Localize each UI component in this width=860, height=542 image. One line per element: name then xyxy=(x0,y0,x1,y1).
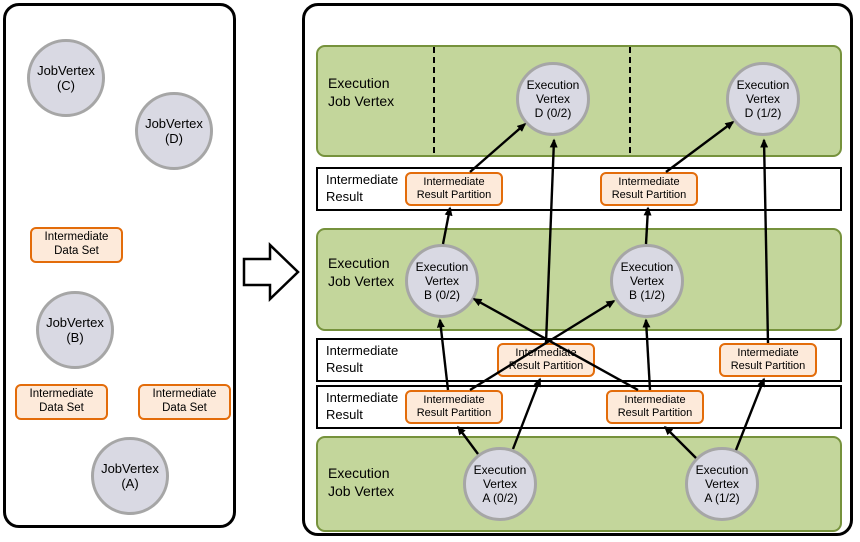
job-vertex-d-label: JobVertex (D) xyxy=(145,115,203,146)
job-vertex-a: JobVertex (A) xyxy=(91,437,169,515)
intermediate-result-partition-3b-label: Intermediate Result Partition xyxy=(617,393,693,419)
execution-job-vertex-a-box xyxy=(316,436,842,532)
execution-vertex-d1: Execution Vertex D (1/2) xyxy=(726,62,800,136)
execution-vertex-a1: Execution Vertex A (1/2) xyxy=(685,447,759,521)
intermediate-data-set-right-label: Intermediate Data Set xyxy=(152,388,217,414)
intermediate-result-partition-2a-label: Intermediate Result Partition xyxy=(508,346,584,372)
intermediate-result-partition-1a: Intermediate Result Partition xyxy=(405,172,503,206)
execution-vertex-d0-label: Execution Vertex D (0/2) xyxy=(526,77,580,121)
execution-job-vertex-d-label: Execution Job Vertex xyxy=(328,75,395,110)
job-vertex-a-label: JobVertex (A) xyxy=(101,460,159,491)
intermediate-data-set-top: Intermediate Data Set xyxy=(30,227,123,263)
job-vertex-c-label: JobVertex (C) xyxy=(37,62,95,93)
intermediate-result-partition-3a-label: Intermediate Result Partition xyxy=(416,393,492,419)
execution-vertex-b0-label: Execution Vertex B (0/2) xyxy=(415,259,469,303)
execution-job-vertex-a-label: Execution Job Vertex xyxy=(328,465,395,500)
transform-arrow xyxy=(242,242,300,302)
intermediate-result-partition-3a: Intermediate Result Partition xyxy=(405,390,503,424)
job-vertex-b-label: JobVertex (B) xyxy=(46,314,104,345)
intermediate-result-partition-1b: Intermediate Result Partition xyxy=(600,172,698,206)
job-vertex-b: JobVertex (B) xyxy=(36,291,114,369)
intermediate-result-strip-1-label: Intermediate Result xyxy=(326,172,399,204)
execution-job-vertex-b-box xyxy=(316,228,842,331)
execution-vertex-a1-label: Execution Vertex A (1/2) xyxy=(695,462,749,506)
intermediate-result-partition-1b-label: Intermediate Result Partition xyxy=(611,175,687,201)
execution-job-vertex-b-label: Execution Job Vertex xyxy=(328,255,395,290)
intermediate-result-partition-2b-label: Intermediate Result Partition xyxy=(730,346,806,372)
execution-vertex-a0-label: Execution Vertex A (0/2) xyxy=(473,462,527,506)
execution-vertex-b1: Execution Vertex B (1/2) xyxy=(610,244,684,318)
intermediate-result-partition-1a-label: Intermediate Result Partition xyxy=(416,175,492,201)
intermediate-data-set-left-label: Intermediate Data Set xyxy=(29,388,94,414)
execution-vertex-b0: Execution Vertex B (0/2) xyxy=(405,244,479,318)
job-vertex-d: JobVertex (D) xyxy=(135,92,213,170)
execution-vertex-d0: Execution Vertex D (0/2) xyxy=(516,62,590,136)
intermediate-result-strip-3-label: Intermediate Result xyxy=(326,390,399,422)
intermediate-result-strip-2-label: Intermediate Result xyxy=(326,343,399,375)
intermediate-result-strip-1 xyxy=(316,167,842,211)
execution-vertex-d1-label: Execution Vertex D (1/2) xyxy=(736,77,790,121)
intermediate-result-partition-2b: Intermediate Result Partition xyxy=(719,343,817,377)
execution-vertex-b1-label: Execution Vertex B (1/2) xyxy=(620,259,674,303)
job-vertex-c: JobVertex (C) xyxy=(27,39,105,117)
intermediate-data-set-left: Intermediate Data Set xyxy=(15,384,108,420)
intermediate-result-partition-3b: Intermediate Result Partition xyxy=(606,390,704,424)
intermediate-data-set-right: Intermediate Data Set xyxy=(138,384,231,420)
intermediate-result-partition-2a: Intermediate Result Partition xyxy=(497,343,595,377)
execution-vertex-a0: Execution Vertex A (0/2) xyxy=(463,447,537,521)
intermediate-data-set-top-label: Intermediate Data Set xyxy=(44,231,109,257)
